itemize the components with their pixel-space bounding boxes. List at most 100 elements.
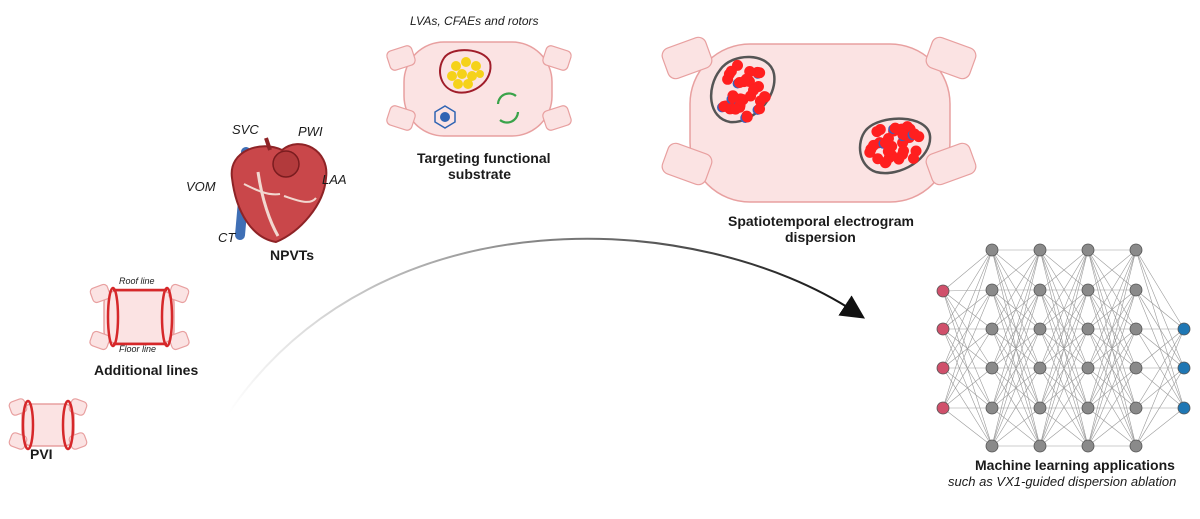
nn-edge	[1135, 249, 1185, 369]
pvi-atrium-icon	[8, 398, 88, 451]
nn-hidden-node	[1033, 439, 1047, 453]
nn-edge	[942, 407, 993, 447]
nn-edge	[1135, 328, 1185, 369]
nn-edge	[942, 289, 993, 292]
nn-edge	[1135, 289, 1185, 330]
nn-edge	[942, 367, 993, 409]
floor-line-label: Floor line	[119, 344, 157, 354]
nn-edge	[991, 328, 1041, 447]
dispersion-dot	[909, 128, 921, 140]
rotor-icon	[496, 92, 520, 124]
nn-edge	[1039, 249, 1089, 409]
nn-hidden-node	[1129, 283, 1143, 297]
nn-edge	[1039, 249, 1089, 447]
nn-hidden-node	[1033, 401, 1047, 415]
nn-edge	[991, 407, 1041, 447]
nn-edge	[1135, 407, 1185, 447]
dispersion-region-a	[717, 59, 771, 123]
dispersion-dot	[879, 137, 891, 149]
dispersion-dot	[882, 145, 894, 157]
dispersion-region-b	[864, 121, 925, 169]
nn-hidden-node	[985, 283, 999, 297]
dispersion-dot	[864, 146, 876, 158]
nn-hidden-node	[1129, 361, 1143, 375]
nn-edge	[1039, 289, 1089, 447]
nn-output-node	[1177, 322, 1191, 336]
dispersion-dot	[897, 145, 909, 157]
functional-substrate-atrium-icon	[386, 41, 572, 137]
dispersion-dot	[754, 103, 766, 115]
nn-edge	[1135, 289, 1185, 409]
nn-edge	[1087, 367, 1137, 447]
nn-hidden-node	[1129, 322, 1143, 336]
pvi-label: PVI	[30, 446, 53, 462]
dispersion-dot	[730, 103, 742, 115]
laa-label: LAA	[322, 172, 347, 187]
nn-edge	[1087, 249, 1137, 447]
additional-lines-atrium-icon	[89, 283, 190, 351]
nn-output-node	[1177, 401, 1191, 415]
nn-edge	[1087, 249, 1137, 409]
nn-edge	[991, 249, 1041, 447]
nn-hidden-node	[1129, 243, 1143, 257]
nn-edge	[991, 249, 1041, 330]
nn-edge	[1039, 249, 1089, 369]
nn-edge	[1087, 407, 1137, 447]
nn-hidden-node	[985, 439, 999, 453]
nn-hidden-node	[1033, 361, 1047, 375]
nn-edge	[1039, 249, 1089, 330]
vom-label: VOM	[186, 179, 216, 194]
nn-hidden-node	[1081, 283, 1095, 297]
nn-edge	[1039, 367, 1089, 447]
nn-hidden-node	[985, 401, 999, 415]
nn-edge	[1039, 328, 1089, 447]
dispersion-dot	[747, 84, 759, 96]
nn-hidden-node	[1081, 243, 1095, 257]
nn-input-node	[936, 284, 950, 298]
nn-edge	[942, 328, 993, 447]
nn-hidden-node	[1081, 322, 1095, 336]
roof-line-label: Roof line	[119, 276, 155, 286]
nn-input-node	[936, 361, 950, 375]
npvts-label: NPVTs	[270, 247, 315, 263]
nn-edge	[942, 249, 993, 409]
nn-edge	[942, 249, 993, 369]
dispersion-dot	[871, 126, 883, 138]
nn-edge	[1087, 249, 1137, 369]
dispersion-dot	[741, 111, 753, 123]
functional-label-line1: Targeting functional	[417, 150, 551, 166]
nn-edge	[1135, 249, 1185, 330]
dispersion-label-line1: Spatiotemporal electrogram	[728, 213, 914, 229]
nn-edge	[991, 249, 1041, 409]
nn-hidden-node	[985, 322, 999, 336]
dispersion-dot	[897, 128, 909, 140]
heart-icon	[230, 137, 328, 244]
dispersion-dot	[889, 122, 901, 134]
dispersion-atrium-icon	[661, 36, 977, 203]
nn-hidden-node	[1033, 283, 1047, 297]
nn-edge	[1087, 289, 1137, 447]
nn-edge	[1087, 249, 1137, 291]
nn-edge	[991, 249, 1041, 291]
svc-label: SVC	[232, 122, 259, 137]
nn-edge	[1135, 367, 1185, 447]
nn-edge	[991, 367, 1041, 447]
nn-edge	[942, 367, 993, 447]
ct-label: CT	[218, 230, 236, 245]
nn-edge	[1039, 407, 1089, 447]
nn-output-node	[1177, 361, 1191, 375]
nn-hidden-node	[985, 361, 999, 375]
nn-hidden-node	[985, 243, 999, 257]
neural-network-nodes	[936, 243, 1191, 453]
cfae-icon	[434, 105, 456, 129]
nn-input-node	[936, 322, 950, 336]
nn-edge	[942, 290, 993, 330]
nn-hidden-node	[1081, 361, 1095, 375]
ml-label: Machine learning applications	[975, 457, 1175, 473]
dispersion-dot	[738, 76, 750, 88]
nn-edge	[1039, 249, 1089, 291]
dispersion-dot	[907, 152, 919, 164]
ml-sublabel: such as VX1-guided dispersion ablation	[948, 474, 1177, 489]
nn-edge	[991, 289, 1041, 447]
